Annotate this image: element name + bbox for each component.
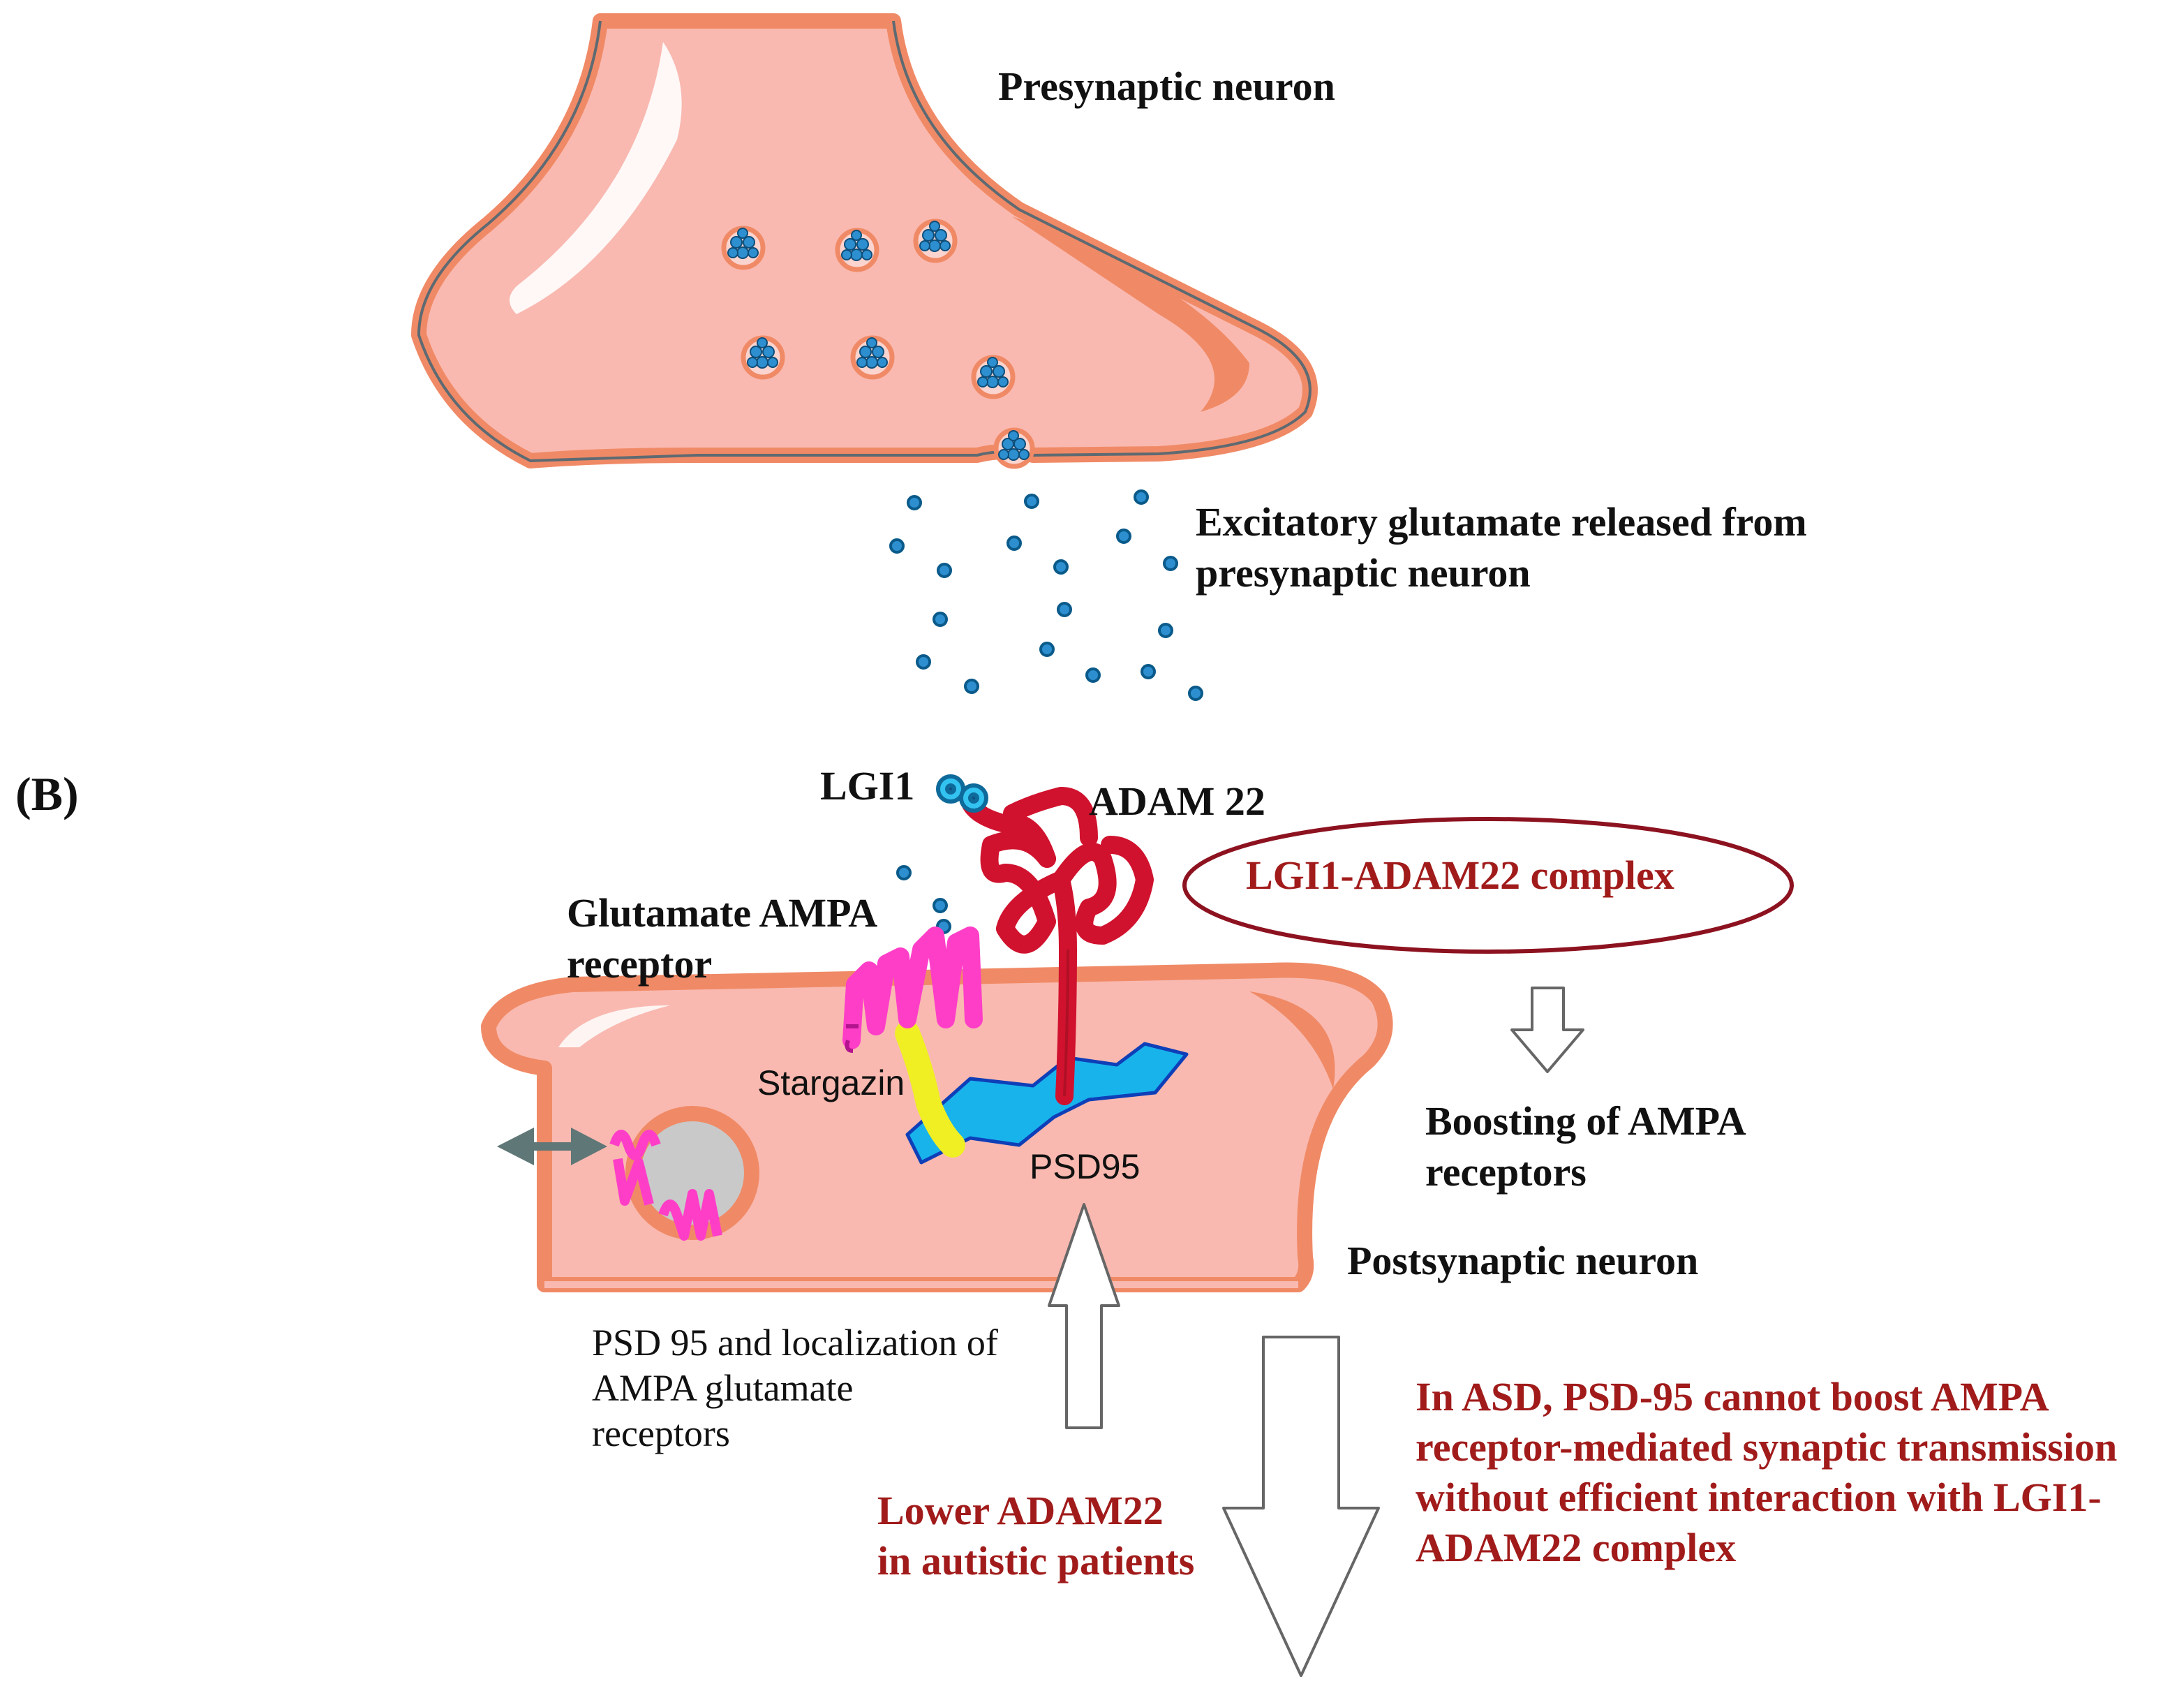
hollow-arrow-icon [1222, 1336, 1380, 1677]
double-arrow-icon [497, 1128, 607, 1165]
boosting-label-line-2: receptors [1425, 1149, 1587, 1195]
psd95-scaffold [905, 1042, 1189, 1165]
stargazin [895, 1021, 965, 1158]
lower-adam22-line-1: Lower ADAM22 [877, 1488, 1164, 1533]
panel-label: (B) [15, 767, 79, 820]
psd95-localization-line-3: receptors [592, 1412, 730, 1454]
glutamate-dot-icon [889, 489, 1203, 934]
endosome [609, 1106, 759, 1241]
hollow-arrow-icon [1048, 1203, 1120, 1429]
vesicle-icon [721, 219, 1035, 469]
lgi1-protein [936, 774, 988, 813]
complex-ellipse [1182, 817, 1794, 954]
glutamate-release-label-line-1: Excitatory glutamate released from [1196, 499, 1807, 545]
ampa-receptor-label-line-1: Glutamate AMPA [567, 890, 878, 936]
boosting-label-line-1: Boosting of AMPA [1425, 1098, 1746, 1144]
asd-note-line-4: ADAM22 complex [1416, 1525, 1737, 1570]
lower-adam22-line-2: in autistic patients [877, 1538, 1195, 1583]
hollow-arrow-icon [1510, 987, 1584, 1073]
psd95-label: PSD95 [1030, 1147, 1141, 1186]
ampa-receptor [842, 926, 983, 1053]
glutamate-release-label-line-2: presynaptic neuron [1196, 550, 1531, 596]
complex-label: LGI1-ADAM22 complex [1246, 852, 1674, 898]
asd-note-line-3: without efficient interaction with LGI1- [1416, 1475, 2102, 1520]
psd95-localization-line-2: AMPA glutamate [592, 1367, 854, 1409]
postsynaptic-label: Postsynaptic neuron [1347, 1238, 1699, 1283]
presynaptic-label: Presynaptic neuron [998, 64, 1335, 109]
psd95-localization-line-1: PSD 95 and localization of [592, 1322, 998, 1364]
lgi1-label: LGI1 [820, 763, 915, 809]
ampa-receptor-label-line-2: receptor [567, 941, 713, 987]
adam22-label: ADAM 22 [1089, 778, 1265, 824]
asd-note-line-2: receptor-mediated synaptic transmission [1416, 1424, 2118, 1470]
asd-note-line-1: In ASD, PSD-95 cannot boost AMPA [1416, 1374, 2049, 1419]
stargazin-label: Stargazin [757, 1063, 905, 1102]
